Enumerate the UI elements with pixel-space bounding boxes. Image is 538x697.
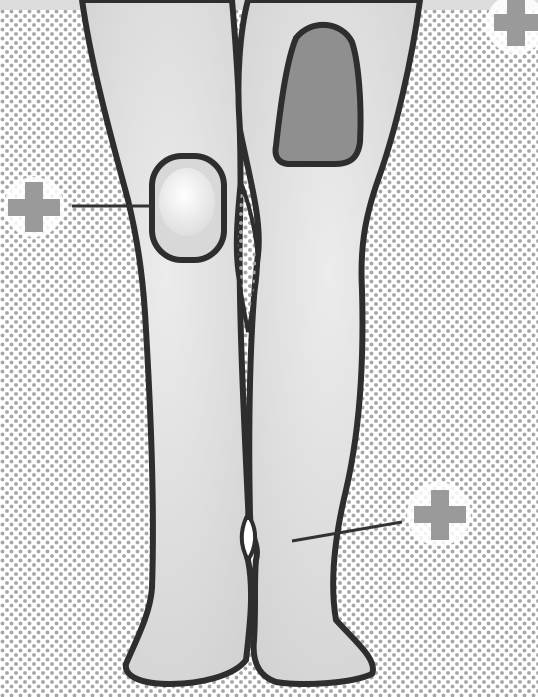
kneecap-pad	[159, 168, 215, 236]
ankle-gap	[242, 518, 255, 560]
plus-marker-bottom-right	[407, 482, 471, 546]
plus-marker-left	[4, 177, 64, 237]
